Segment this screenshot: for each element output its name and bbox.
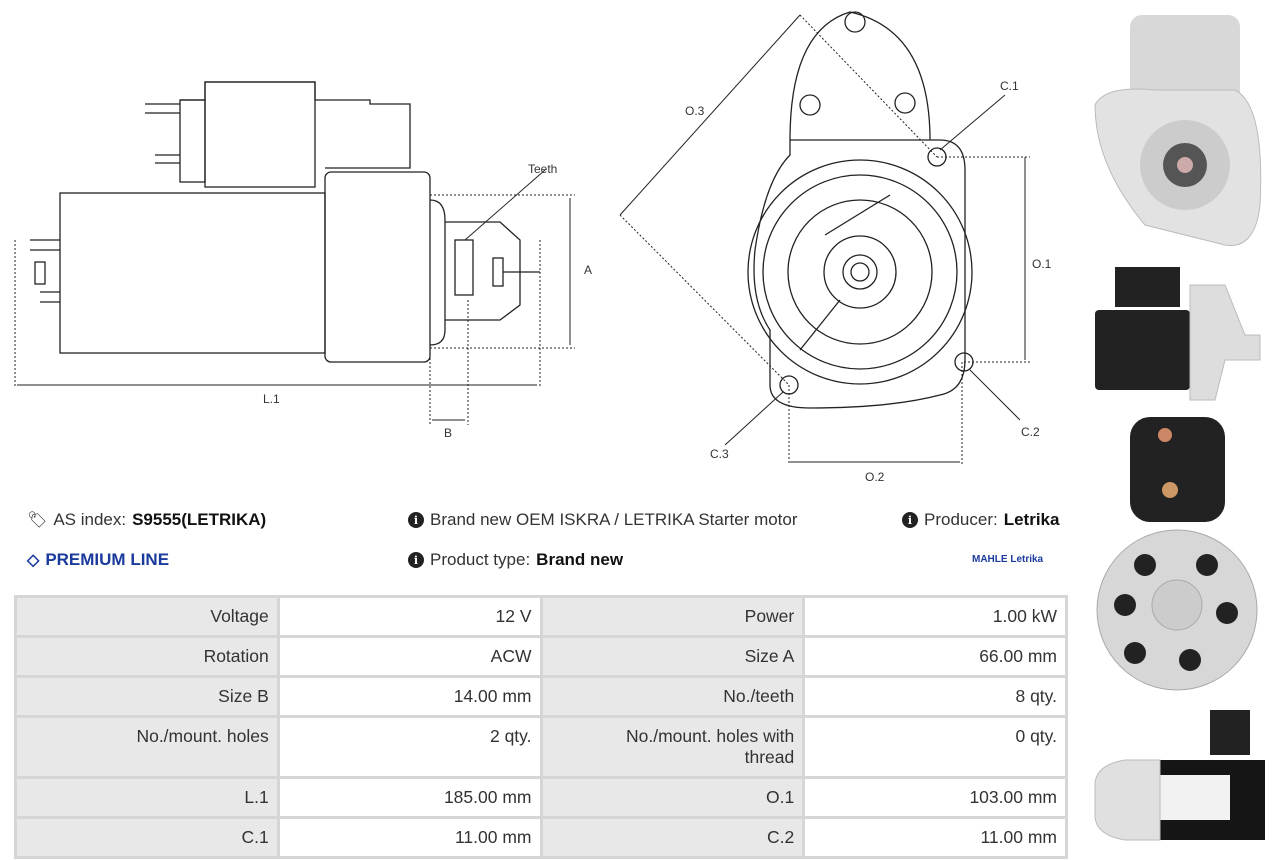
front-view-drawing: O.3 C.1 O.1 C.2 C.3 O.2	[619, 11, 1052, 484]
brand-logo: MAHLE Letrika	[972, 554, 1044, 565]
spec-label: L.1	[14, 776, 280, 819]
product-type-label: Product type:	[430, 550, 531, 569]
label-a: A	[584, 263, 592, 277]
spec-label: Voltage	[14, 595, 280, 638]
producer-label: Producer:	[924, 510, 998, 529]
spec-label: No./teeth	[539, 675, 806, 718]
spec-label: Size A	[539, 635, 806, 678]
diamond-icon: ◇	[27, 552, 40, 569]
spec-value: 14.00 mm	[276, 675, 543, 718]
spec-label: C.1	[14, 816, 280, 859]
premium-line-label: PREMIUM LINE	[45, 550, 170, 569]
as-index-label: AS index:	[53, 510, 127, 529]
photo-rear-view	[1096, 417, 1258, 691]
spec-label: No./mount. holes	[14, 715, 280, 779]
spec-value: 12 V	[276, 595, 543, 638]
spec-label: No./mount. holes with thread	[539, 715, 806, 779]
spec-value: 185.00 mm	[276, 776, 543, 819]
info-icon: i	[408, 512, 424, 528]
label-o3: O.3	[685, 104, 705, 118]
description: i Brand new OEM ISKRA / LETRIKA Starter …	[408, 510, 798, 530]
label-c2: C.2	[1021, 425, 1040, 439]
product-photos	[1094, 15, 1265, 841]
photo-side-view	[1095, 267, 1261, 401]
photo-label-view	[1094, 710, 1265, 841]
as-index-value: S9555(LETRIKA)	[132, 510, 267, 529]
spec-value: 103.00 mm	[802, 776, 1068, 819]
info-icon: i	[408, 552, 424, 568]
tag-icon: 🏷︎	[27, 512, 48, 529]
spec-label: Size B	[14, 675, 280, 718]
producer-value: Letrika	[1003, 510, 1060, 529]
premium-line-badge: ◇ PREMIUM LINE	[27, 550, 169, 570]
label-l1: L.1	[263, 392, 280, 406]
photo-front-view	[1094, 15, 1262, 246]
as-index: 🏷︎ AS index: S9555(LETRIKA)	[27, 510, 266, 530]
spec-label: O.1	[539, 776, 806, 819]
label-o2: O.2	[865, 470, 885, 484]
spec-value: ACW	[276, 635, 543, 678]
label-b: B	[444, 426, 452, 440]
spec-value: 8 qty.	[802, 675, 1068, 718]
description-text: Brand new OEM ISKRA / LETRIKA Starter mo…	[430, 510, 798, 529]
spec-label: Rotation	[14, 635, 280, 678]
spec-label: C.2	[539, 816, 806, 859]
spec-value: 2 qty.	[276, 715, 543, 779]
label-c3: C.3	[710, 447, 729, 461]
product-type: i Product type: Brand new	[408, 550, 623, 570]
producer: i Producer: Letrika	[902, 510, 1059, 530]
label-o1: O.1	[1032, 257, 1052, 271]
spec-value: 1.00 kW	[802, 595, 1068, 638]
label-teeth: Teeth	[528, 162, 557, 176]
info-icon: i	[902, 512, 918, 528]
label-c1: C.1	[1000, 79, 1019, 93]
spec-value: 11.00 mm	[802, 816, 1068, 859]
spec-value: 0 qty.	[802, 715, 1068, 779]
spec-value: 11.00 mm	[276, 816, 543, 859]
product-type-value: Brand new	[536, 550, 624, 569]
spec-value: 66.00 mm	[802, 635, 1068, 678]
spec-label: Power	[539, 595, 806, 638]
side-view-drawing: Teeth A B L.1	[14, 81, 592, 440]
